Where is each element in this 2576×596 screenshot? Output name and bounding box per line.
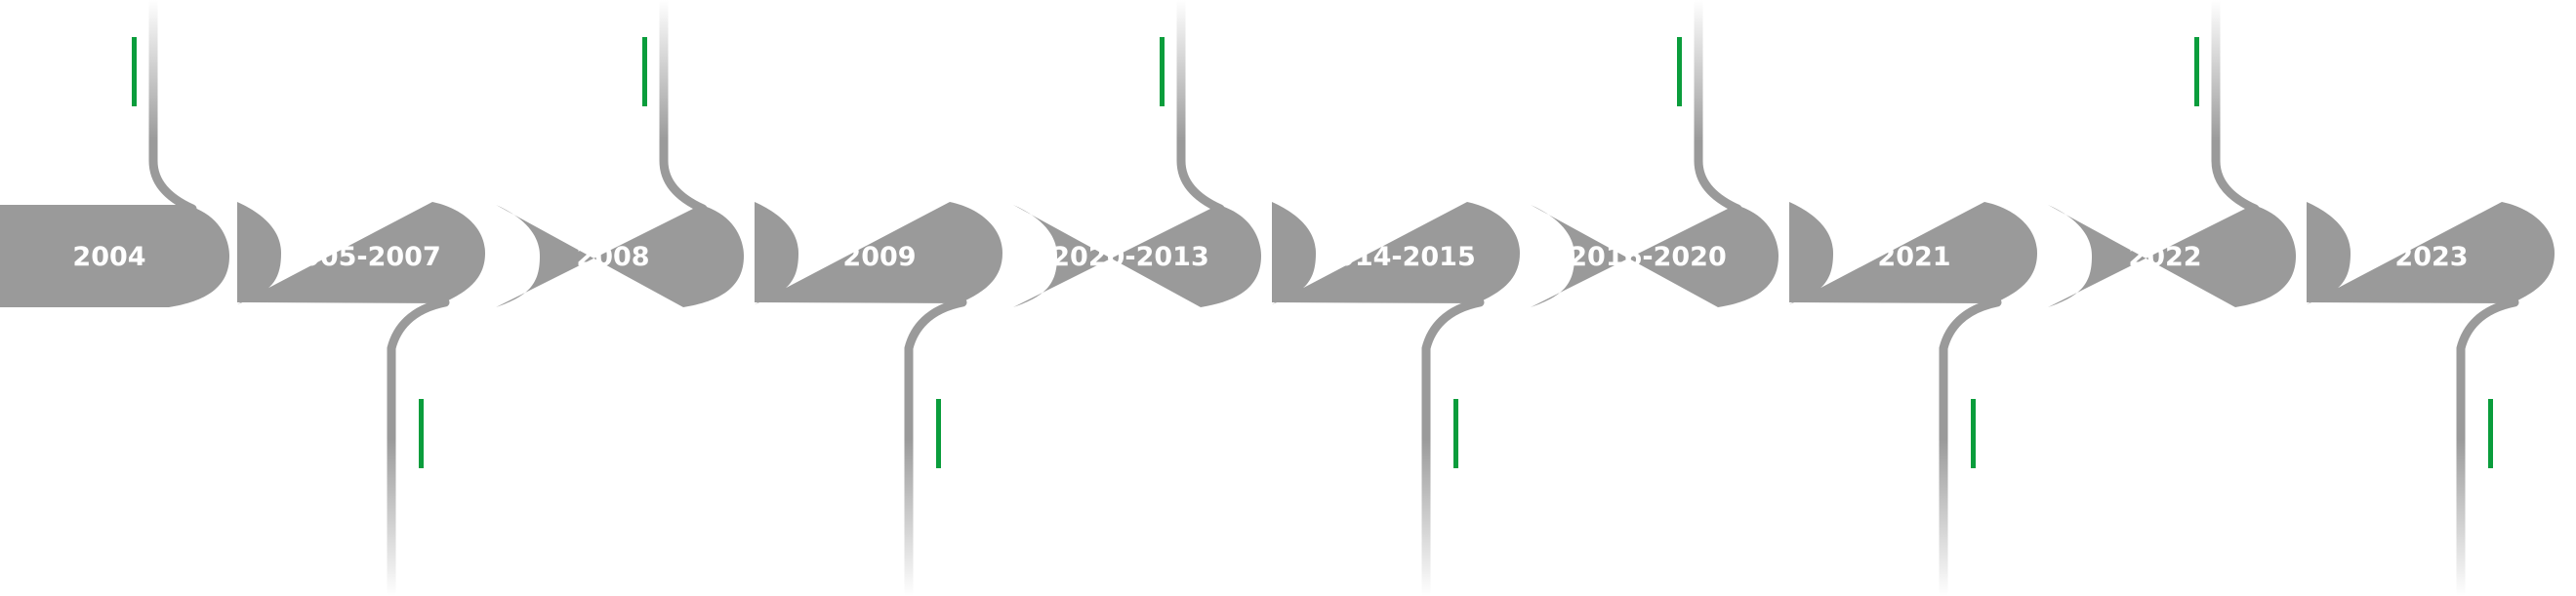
timeline-year-label: 2021 (1877, 242, 1950, 272)
timeline-segment (0, 205, 229, 307)
connector-line (387, 298, 450, 596)
accent-marker (132, 37, 137, 106)
accent-marker (1971, 399, 1976, 468)
timeline-segment (2307, 202, 2555, 304)
timeline-year-label: 2004 (72, 242, 145, 272)
accent-marker (2194, 37, 2199, 106)
accent-marker (936, 399, 941, 468)
timeline-segment (496, 205, 744, 307)
timeline-item-2008: 2008 (496, 0, 744, 307)
timeline-year-label: 2016-2020 (1569, 242, 1727, 272)
timeline-year-label: 2008 (576, 242, 649, 272)
timeline-segment (237, 202, 485, 304)
timeline-segment (1013, 205, 1261, 307)
timeline-year-label: 2020-2013 (1051, 242, 1209, 272)
connector-line (2211, 0, 2260, 214)
timeline-segment (2048, 205, 2296, 307)
connector-line (1694, 0, 1742, 214)
connector-line (904, 298, 967, 596)
timeline-item-2021: 2021 (1789, 202, 2037, 596)
connector-line (2456, 298, 2519, 596)
connector-line (1421, 298, 1485, 596)
timeline-item-2022: 2022 (2048, 0, 2296, 307)
timeline-segment (1789, 202, 2037, 304)
timeline-item-2023: 2023 (2307, 202, 2555, 596)
timeline-item-2016-2020: 2016-2020 (1531, 0, 1779, 307)
accent-marker (1677, 37, 1682, 106)
timeline-item-2020-2013: 2020-2013 (1013, 0, 1261, 307)
timeline-year-label: 2023 (2394, 242, 2468, 272)
timeline-year-label: 2022 (2128, 242, 2201, 272)
accent-marker (1160, 37, 1165, 106)
connector-line (148, 0, 197, 214)
timeline-segment (1272, 202, 1520, 304)
connector-line (659, 0, 708, 214)
connector-line (1176, 0, 1225, 214)
connector-line (1939, 298, 2002, 596)
timeline-segment (755, 202, 1002, 304)
timeline-item-2005-2007: 2005-2007 (237, 202, 485, 596)
timeline-year-label: 2009 (842, 242, 916, 272)
timeline-item-2014-2015: 2014-2015 (1272, 202, 1520, 596)
accent-marker (642, 37, 647, 106)
timeline-year-label: 2014-2015 (1318, 242, 1476, 272)
accent-marker (2488, 399, 2493, 468)
timeline-item-2004: 2004 (0, 0, 229, 307)
accent-marker (1453, 399, 1458, 468)
timeline-segment (1531, 205, 1779, 307)
timeline-item-2009: 2009 (755, 202, 1002, 596)
accent-marker (419, 399, 424, 468)
timeline-year-label: 2005-2007 (283, 242, 441, 272)
